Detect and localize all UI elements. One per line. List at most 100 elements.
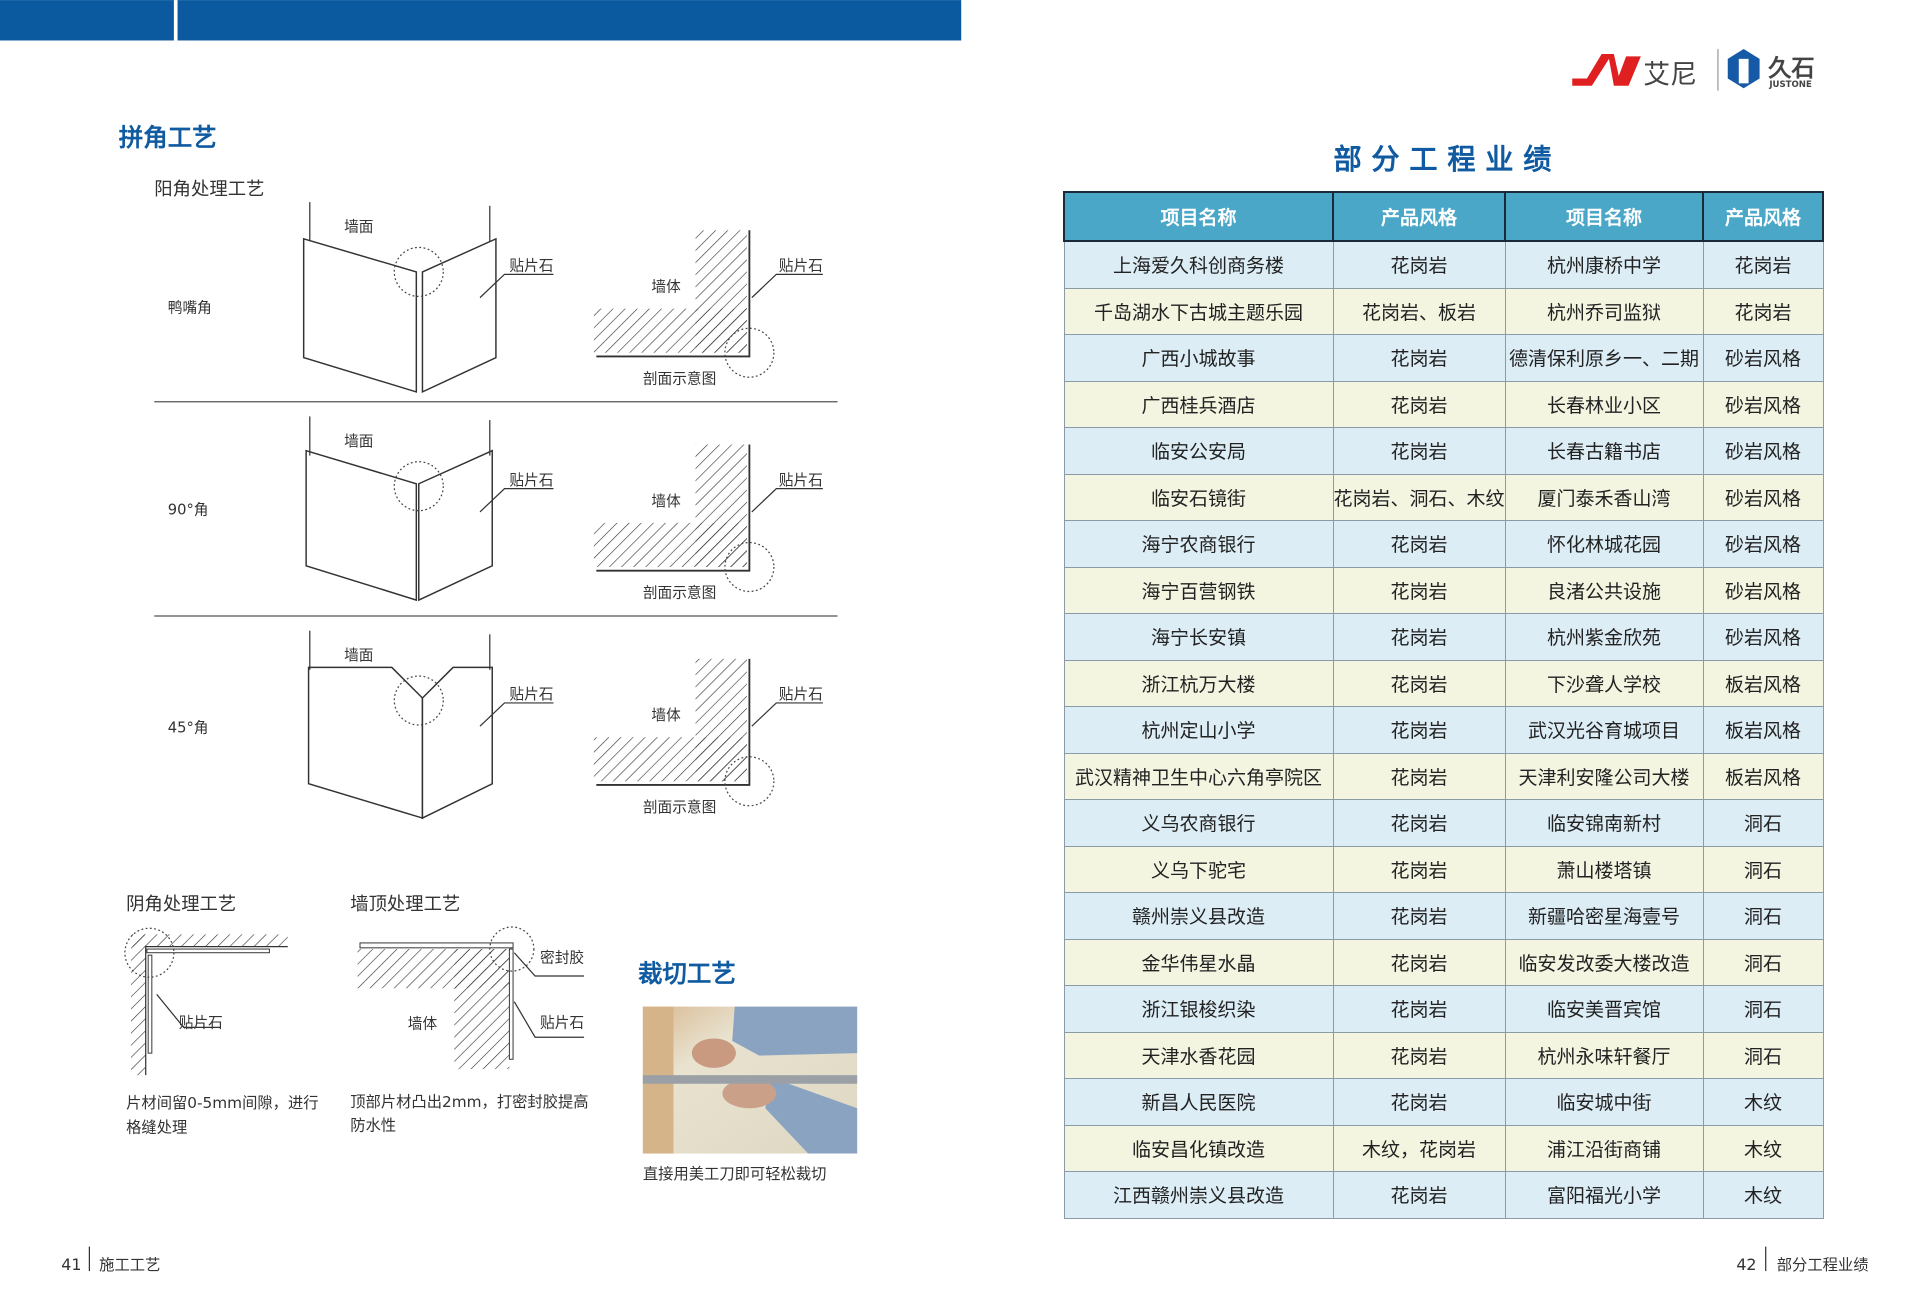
product-style-cell: 花岗岩 <box>1332 752 1506 800</box>
inner-stone-label: 贴片石 <box>179 1014 223 1031</box>
product-style-cell: 花岗岩 <box>1332 659 1506 707</box>
corner-diagram-1 <box>305 416 823 602</box>
table-row: 浙江银梭织染花岗岩临安美晋宾馆洞石 <box>1063 985 1824 1033</box>
right-footer-label: 部分工程业绩 <box>1777 1256 1869 1274</box>
table-row: 义乌农商银行花岗岩临安锦南新村洞石 <box>1063 799 1824 847</box>
product-style-cell: 砂岩风格 <box>1702 613 1824 661</box>
product-style-cell: 花岗岩、板岩 <box>1332 287 1506 335</box>
product-style-cell: 板岩风格 <box>1702 706 1824 754</box>
table-row: 义乌下驼宅花岗岩萧山楼塔镇洞石 <box>1063 845 1824 893</box>
project-name-cell: 良渚公共设施 <box>1504 566 1704 614</box>
project-name-cell: 江西赣州崇义县改造 <box>1063 1171 1334 1219</box>
cutting-photo <box>642 1006 858 1154</box>
product-style-cell: 洞石 <box>1702 799 1824 847</box>
corner-angle-label: 90°角 <box>168 501 209 518</box>
product-style-cell: 洞石 <box>1702 938 1824 986</box>
project-name-cell: 武汉光谷育城项目 <box>1504 706 1704 754</box>
project-name-cell: 上海爱久科创商务楼 <box>1063 240 1334 289</box>
product-style-cell: 砂岩风格 <box>1702 427 1824 475</box>
project-name-cell: 下沙聋人学校 <box>1504 659 1704 707</box>
project-name-cell: 临安锦南新村 <box>1504 799 1704 847</box>
table-row: 临安石镜街花岗岩、洞石、木纹厦门泰禾香山湾砂岩风格 <box>1063 473 1824 521</box>
project-name-cell: 海宁长安镇 <box>1063 613 1334 661</box>
project-name-cell: 杭州定山小学 <box>1063 706 1334 754</box>
product-style-cell: 花岗岩 <box>1332 334 1506 382</box>
table-row: 广西小城故事花岗岩德清保利原乡一、二期砂岩风格 <box>1063 334 1824 382</box>
product-style-cell: 木纹，花岗岩 <box>1332 1124 1506 1172</box>
table-row: 武汉精神卫生中心六角亭院区花岗岩天津利安隆公司大楼板岩风格 <box>1063 752 1824 800</box>
inner-corner-diagram <box>124 927 288 1076</box>
header-project-name: 项目名称 <box>1063 191 1334 242</box>
product-style-cell: 花岗岩 <box>1332 240 1506 289</box>
wall-face-label: 墙面 <box>344 433 373 450</box>
product-style-cell: 花岗岩 <box>1332 706 1506 754</box>
table-row: 广西桂兵酒店花岗岩长春林业小区砂岩风格 <box>1063 380 1824 428</box>
product-style-cell: 花岗岩、洞石、木纹 <box>1332 473 1506 521</box>
table-row: 杭州定山小学花岗岩武汉光谷育城项目板岩风格 <box>1063 706 1824 754</box>
section-title: 拼角工艺 <box>119 123 217 152</box>
table-row: 江西赣州崇义县改造花岗岩富阳福光小学木纹 <box>1063 1171 1824 1219</box>
product-style-cell: 洞石 <box>1702 985 1824 1033</box>
wall-top-desc-1: 顶部片材凸出2mm，打密封胶提高 <box>350 1093 588 1111</box>
product-style-cell: 洞石 <box>1702 892 1824 940</box>
project-name-cell: 临安公安局 <box>1063 427 1334 475</box>
product-style-cell: 木纹 <box>1702 1124 1824 1172</box>
project-name-cell: 广西桂兵酒店 <box>1063 380 1334 428</box>
project-name-cell: 天津利安隆公司大楼 <box>1504 752 1704 800</box>
project-name-cell: 天津水香花园 <box>1063 1031 1334 1079</box>
product-style-cell: 洞石 <box>1702 845 1824 893</box>
product-style-cell: 砂岩风格 <box>1702 334 1824 382</box>
project-name-cell: 厦门泰禾香山湾 <box>1504 473 1704 521</box>
project-name-cell: 临安发改委大楼改造 <box>1504 938 1704 986</box>
project-name-cell: 千岛湖水下古城主题乐园 <box>1063 287 1334 335</box>
project-table: 项目名称 产品风格 项目名称 产品风格 上海爱久科创商务楼花岗岩杭州康桥中学花岗… <box>1063 191 1824 1219</box>
corner-angle-label: 45°角 <box>168 719 209 736</box>
project-name-cell: 新昌人民医院 <box>1063 1078 1334 1126</box>
product-style-cell: 花岗岩 <box>1332 1171 1506 1219</box>
project-name-cell: 浙江银梭织染 <box>1063 985 1334 1033</box>
product-style-cell: 木纹 <box>1702 1078 1824 1126</box>
product-style-cell: 板岩风格 <box>1702 752 1824 800</box>
project-name-cell: 临安美晋宾馆 <box>1504 985 1704 1033</box>
wall-top-stone-label: 贴片石 <box>540 1014 584 1031</box>
inner-desc-1: 片材间留0-5mm间隙，进行 <box>126 1094 318 1112</box>
inner-corner-title: 阴角处理工艺 <box>126 894 236 915</box>
table-row: 海宁百营钢铁花岗岩良渚公共设施砂岩风格 <box>1063 566 1824 614</box>
table-row: 赣州崇义县改造花岗岩新疆哈密星海壹号洞石 <box>1063 892 1824 940</box>
section-caption: 剖面示意图 <box>643 798 716 816</box>
project-name-cell: 杭州永味轩餐厅 <box>1504 1031 1704 1079</box>
wall-body-label: 墙体 <box>651 707 681 724</box>
project-name-cell: 临安昌化镇改造 <box>1063 1124 1334 1172</box>
inner-desc-2: 格缝处理 <box>126 1119 187 1137</box>
wall-body-label: 墙体 <box>651 279 681 296</box>
project-name-cell: 长春古籍书店 <box>1504 427 1704 475</box>
section-stone-label: 贴片石 <box>779 472 823 489</box>
table-row: 千岛湖水下古城主题乐园花岗岩、板岩杭州乔司监狱花岗岩 <box>1063 287 1824 335</box>
stone-label: 贴片石 <box>509 686 553 703</box>
cutting-title: 裁切工艺 <box>638 959 736 988</box>
left-page-number: 41 <box>61 1255 81 1274</box>
section-caption: 剖面示意图 <box>643 584 716 602</box>
project-name-cell: 义乌下驼宅 <box>1063 845 1334 893</box>
product-style-cell: 花岗岩 <box>1332 520 1506 568</box>
product-style-cell: 花岗岩 <box>1702 240 1824 289</box>
product-style-cell: 洞石 <box>1702 1031 1824 1079</box>
header-product-style-2: 产品风格 <box>1702 191 1824 242</box>
project-name-cell: 杭州康桥中学 <box>1504 240 1704 289</box>
product-style-cell: 花岗岩 <box>1332 845 1506 893</box>
wall-top-title: 墙顶处理工艺 <box>350 894 460 915</box>
project-name-cell: 广西小城故事 <box>1063 334 1334 382</box>
product-style-cell: 砂岩风格 <box>1702 380 1824 428</box>
section-stone-label: 贴片石 <box>779 258 823 275</box>
project-name-cell: 富阳福光小学 <box>1504 1171 1704 1219</box>
project-name-cell: 德清保利原乡一、二期 <box>1504 334 1704 382</box>
product-style-cell: 花岗岩 <box>1332 799 1506 847</box>
project-name-cell: 长春林业小区 <box>1504 380 1704 428</box>
logo: 艾尼 久石 JUSTONE <box>1572 49 1815 91</box>
wall-face-label: 墙面 <box>344 647 373 664</box>
product-style-cell: 花岗岩 <box>1332 566 1506 614</box>
project-name-cell: 临安城中街 <box>1504 1078 1704 1126</box>
corner-angle-label: 鸭嘴角 <box>168 299 212 316</box>
outer-corner-title: 阳角处理工艺 <box>154 179 264 200</box>
